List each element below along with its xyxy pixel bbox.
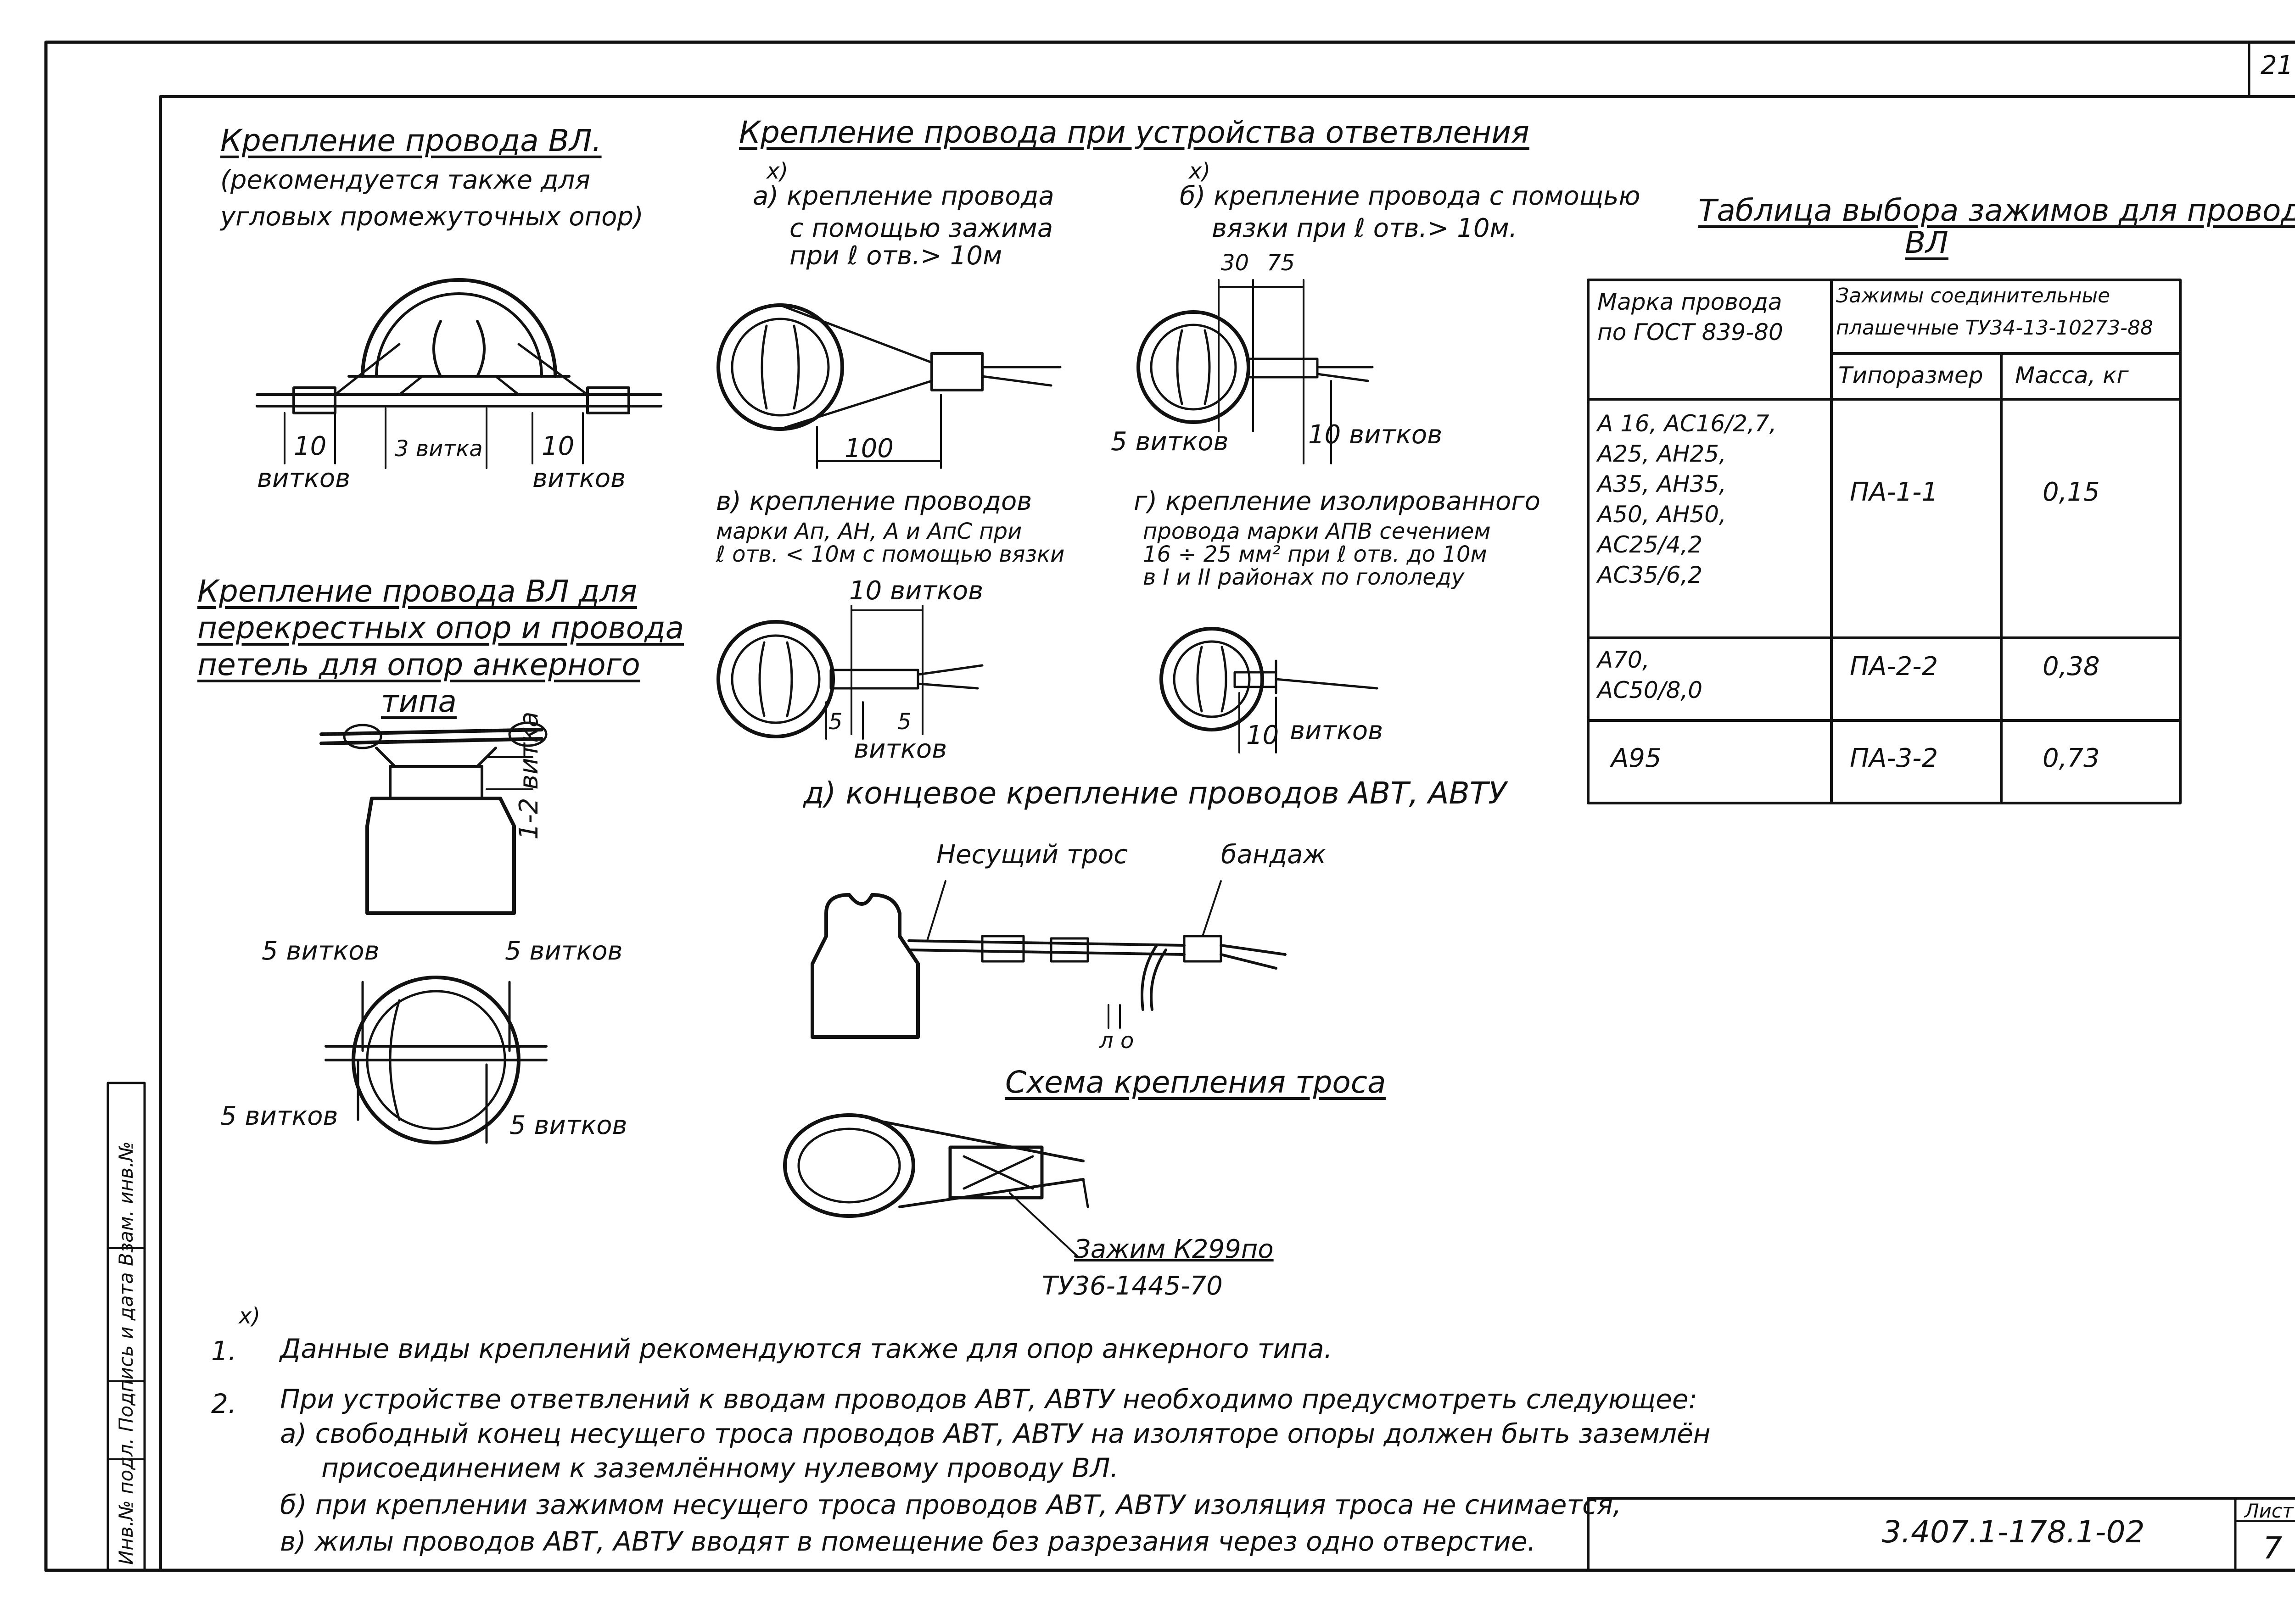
note-2b: б) при креплении зажимом несущего троса … [280,1489,1622,1520]
figure-v-binding [716,605,984,740]
table-header-mass: Масса, кг [2015,362,2129,389]
table-row-1-marks: А 16, АС16/2,7, А25, АН25, А35, АН35, А5… [1597,410,1777,588]
caption-g-3: 16 ÷ 25 мм² при ℓ отв. до 10м [1143,541,1487,567]
figure-d-end-fastening [811,880,1287,1039]
cross-title-2: перекрестных опор и провода [197,610,684,646]
dim-1-2-vitka: 1-2 витка [514,711,544,840]
clamp-label-1: Зажим К299по [1074,1234,1274,1264]
caption-v-3: ℓ отв. < 10м с помощью вязки [716,541,1065,567]
carrier-cable-label: Несущий трос [936,840,1128,870]
figure-cross-support [319,721,548,1144]
dim-10-vitkov-v: 10 витков [849,576,984,606]
dim-10-left: 10 [294,431,327,461]
table-row-3-type: ПА-3-2 [1850,743,1938,773]
caption-d: д) концевое крепление проводов АВТ, АВТУ [803,776,1507,811]
note-1-number: 1. [211,1335,237,1367]
outer-border [44,40,2295,1572]
caption-b-1: б) крепление провода с помощью [1180,181,1640,211]
sheet-label: Лист [2245,1500,2294,1522]
notes-x-mark: x) [239,1303,261,1329]
figure-cable-scheme [783,1113,1089,1258]
cross-title-4: типа [381,684,457,719]
figure-g-insulated [1159,627,1378,753]
table-row-2-marks: А70, АС50/8,0 [1597,647,1703,703]
dim-5-b: 5 [897,709,912,735]
cross-title-1: Крепление провода ВЛ для [197,574,638,609]
caption-b-2: вязки при ℓ отв.> 10м. [1212,213,1517,243]
table-header-clamps: Зажимы соединительные плашечные ТУ34-13-… [1836,284,2154,340]
caption-g-1: г) крепление изолированного [1134,486,1540,516]
table-row-3-mass: 0,73 [2043,743,2100,773]
note-2a-line-2: присоединением к заземлённому нулевому п… [321,1452,1119,1484]
x-mark-b: x) [1189,158,1211,184]
clamp-table-grid [1587,279,2182,804]
caption-a-2: с помощью зажима [789,213,1053,243]
table-header-type: Типоразмер [1838,362,1983,389]
vitkov-v: витков [854,734,947,764]
clamp-label-2: ТУ36-1445-70 [1042,1271,1223,1301]
title-stamp [1587,1497,2295,1572]
figure-vl-wire-fastening [256,278,662,469]
x-mark-a: x) [767,158,789,184]
caption-a-3: при ℓ отв.> 10м [789,241,1002,271]
table-title-1: Таблица выбора зажимов для проводов [1698,193,2295,228]
dim-5-a: 5 [828,709,843,735]
doc-code: 3.407.1-178.1-02 [1882,1514,2145,1550]
caption-g-4: в I и II районах по гололеду [1143,564,1465,590]
note-2a-line-1: а) свободный конец несущего троса провод… [280,1418,1711,1449]
page-number: 21 [2261,50,2294,80]
note-2: При устройстве ответвлений к вводам пров… [280,1384,1698,1415]
table-header-mark: Марка провода по ГОСТ 839-80 [1597,289,1783,346]
caption-g-2: провода марки АПВ сечением [1143,519,1491,544]
caption-v-2: марки Ап, АН, А и АпС при [716,519,1022,544]
l-o-label: л о [1099,1028,1134,1054]
caption-a-1: а) крепление провода [753,181,1054,211]
cross-title-3: петель для опор анкерного [197,647,640,682]
table-row-2-type: ПА-2-2 [1850,652,1938,681]
dim-30: 30 [1221,250,1249,276]
vitkov-5-br: 5 витков [509,1111,627,1140]
dim-100: 100 [845,434,894,463]
vl-title: Крепление провода ВЛ. [220,123,602,158]
table-title-2: ВЛ [1905,225,1948,260]
side-stamp-labels: Инв.№ подл. Подпись и дата Взам. инв.№ [115,1141,137,1565]
note-2-number: 2. [211,1388,237,1419]
dim-10-vitkov-b: 10 витков [1308,420,1443,450]
vitkov-left: витков [257,463,351,493]
vitkov-5-tr: 5 витков [505,936,623,966]
figure-a-clamp [716,303,1062,469]
dim-10-g: 10 [1246,720,1279,750]
vitkov-5-tl: 5 витков [262,936,380,966]
table-row-3-marks: А95 [1611,743,1662,773]
table-row-2-mass: 0,38 [2043,652,2100,681]
vl-subtitle-2: угловых промежуточных опор) [220,202,644,232]
vl-subtitle-1: (рекомендуется также для [220,165,591,195]
bandage-label: бандаж [1221,840,1326,870]
figure-b-binding [1136,279,1374,464]
note-2c: в) жилы проводов АВТ, АВТУ вводят в поме… [280,1526,1536,1557]
dim-75: 75 [1267,250,1295,276]
sheet-number: 7 [2263,1530,2282,1566]
dim-10-right: 10 [542,431,575,461]
side-stamp-strip [106,1082,146,1572]
vitkov-5-bl: 5 витков [220,1101,338,1131]
caption-v-1: в) крепление проводов [716,486,1032,516]
table-row-1-mass: 0,15 [2043,477,2100,507]
note-1: Данные виды креплений рекомендуются такж… [280,1333,1332,1364]
vitkov-g: витков [1290,716,1383,746]
dim-5-vitkov: 5 витков [1111,427,1229,457]
scheme-title: Схема крепления троса [1005,1065,1386,1100]
table-row-1-type: ПА-1-1 [1850,477,1938,507]
vitkov-right: витков [532,463,626,493]
dim-3-vitka: 3 витка [395,436,483,462]
branch-title: Крепление провода при устройства ответвл… [739,115,1529,150]
